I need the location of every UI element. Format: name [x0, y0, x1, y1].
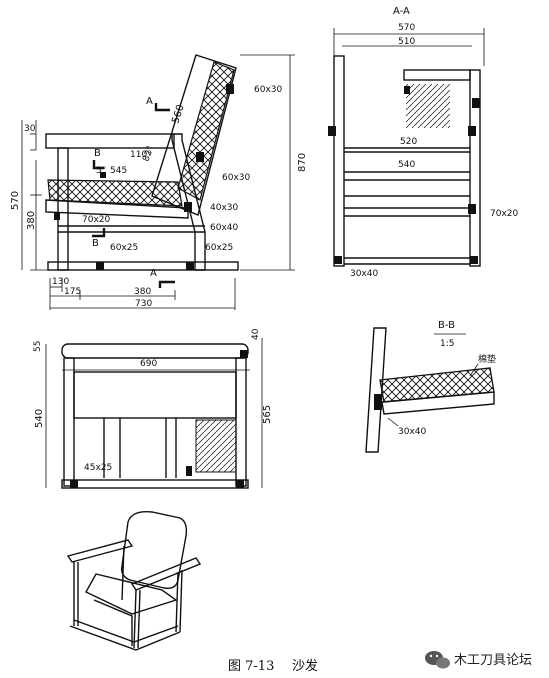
caption-title: 沙发 — [292, 658, 318, 674]
aa-joint-block — [470, 256, 478, 264]
front-view: 55 40 690 540 565 45x25 — [33, 328, 273, 489]
aa-joint-block — [334, 256, 342, 264]
bb-frame — [381, 391, 495, 415]
dim-front-top: 40 — [251, 328, 261, 340]
persp-back-cushion — [120, 511, 188, 590]
seat-frame — [45, 199, 189, 219]
armrest — [45, 133, 175, 149]
dim-aa-540: 540 — [398, 160, 415, 170]
section-bb-view: B-B 1:5 棉垫 30x40 — [365, 320, 496, 453]
section-a-label-bottom: A — [150, 268, 157, 279]
front-joint-block — [186, 466, 192, 476]
front-back-hatch — [195, 419, 237, 473]
section-a-label-top: A — [146, 96, 153, 107]
dim-rail-60x25-left: 60x25 — [110, 243, 138, 253]
aa-back-top-rail — [403, 69, 471, 81]
dim-base-175: 175 — [64, 287, 81, 297]
joint-block — [196, 152, 204, 162]
dim-rail-70x20: 70x20 — [82, 215, 111, 225]
persp-right-armrest — [130, 557, 202, 591]
aa-joint-block — [468, 126, 476, 136]
back-frame — [151, 54, 237, 216]
wechat-icon — [425, 651, 450, 669]
section-bb-scale: 1:5 — [440, 339, 454, 349]
joint-block — [54, 212, 60, 220]
joint-block — [96, 262, 104, 270]
aa-joint-block — [328, 126, 336, 136]
section-mark-a: A A — [146, 96, 175, 288]
joint-block — [100, 172, 106, 178]
section-b-label-bottom: B — [92, 238, 99, 249]
front-leg — [57, 147, 69, 271]
watermark-text: 木工刀具论坛 — [454, 653, 532, 668]
dim-base-total: 730 — [135, 299, 152, 309]
section-bb-title: B-B — [438, 320, 455, 331]
front-left-leg — [63, 357, 75, 487]
dim-front-top-left: 55 — [33, 341, 43, 352]
front-joint-block — [70, 480, 78, 488]
dim-front-height-left: 540 — [34, 409, 45, 428]
dim-arm-height: 570 — [10, 191, 21, 210]
seat-cushion — [47, 179, 183, 207]
dim-base-380: 380 — [134, 287, 151, 297]
dim-seat-depth: 545 — [110, 166, 127, 176]
dim-base-130: 130 — [52, 277, 69, 287]
front-bottom-rail — [61, 479, 249, 489]
perspective-view — [66, 511, 202, 651]
bb-post — [365, 327, 387, 453]
persp-seat-cushion — [85, 573, 178, 615]
front-right-leg — [235, 357, 247, 487]
aa-joint-block — [472, 98, 480, 108]
dim-rail-60x30-mid: 60x30 — [222, 173, 251, 183]
dim-aa-rail: 70x20 — [490, 209, 519, 219]
dim-back-length: 560 — [170, 103, 186, 125]
front-joint-block — [236, 480, 244, 488]
dim-seat-height: 380 — [26, 211, 37, 230]
bb-dim: 30x40 — [398, 427, 427, 437]
dim-aa-width-inner: 510 — [398, 37, 415, 47]
joint-block — [186, 262, 194, 270]
dim-rail-60x30-top: 60x30 — [254, 85, 283, 95]
aa-right-post — [469, 69, 481, 267]
caption-figure-number: 图 7-13 — [228, 659, 274, 674]
dim-seat-angle: 5° — [96, 166, 106, 176]
dim-rail-40x30: 40x30 — [210, 203, 239, 213]
persp-left-armrest — [66, 539, 134, 563]
side-view: A A B B 560 30 870 110° 82° 5° 545 570 3… — [10, 54, 308, 310]
dim-back-angle: 110° — [130, 150, 152, 160]
watermark: 木工刀具论坛 — [425, 651, 532, 669]
section-b-label-top: B — [94, 148, 101, 159]
base-rail — [47, 261, 239, 271]
dim-front-rail: 45x25 — [84, 463, 112, 473]
dim-aa-520: 520 — [400, 137, 417, 147]
joint-block — [184, 202, 192, 212]
dim-aa-width-total: 570 — [398, 23, 415, 33]
dim-total-height: 870 — [297, 153, 308, 172]
bb-joint-block — [374, 394, 382, 410]
figure-caption: 图 7-13 沙发 — [228, 658, 318, 674]
joint-block — [226, 84, 234, 94]
side-view-dimension-lines — [21, 54, 295, 310]
dim-rail-60x40: 60x40 — [210, 223, 239, 233]
aa-joint-block — [404, 86, 410, 94]
front-joint-block — [240, 350, 248, 358]
back-cushion — [177, 61, 235, 201]
section-aa-view: A-A 570 510 520 540 70x — [328, 6, 519, 279]
dim-rail-60x25-right: 60x25 — [205, 243, 233, 253]
front-seat — [73, 371, 237, 419]
dim-armrest-thickness: 30 — [24, 124, 36, 134]
section-mark-b: B B — [92, 148, 106, 249]
front-top-rail — [61, 343, 249, 359]
dim-front-height-right: 565 — [262, 405, 273, 424]
aa-left-post — [333, 55, 345, 267]
bb-cushion-label: 棉垫 — [478, 353, 496, 365]
section-aa-title: A-A — [393, 6, 410, 17]
aa-joint-block — [468, 204, 476, 214]
aa-back-hatch — [406, 84, 450, 128]
dim-aa-leg: 30x40 — [350, 269, 379, 279]
dim-front-width: 690 — [140, 359, 157, 369]
